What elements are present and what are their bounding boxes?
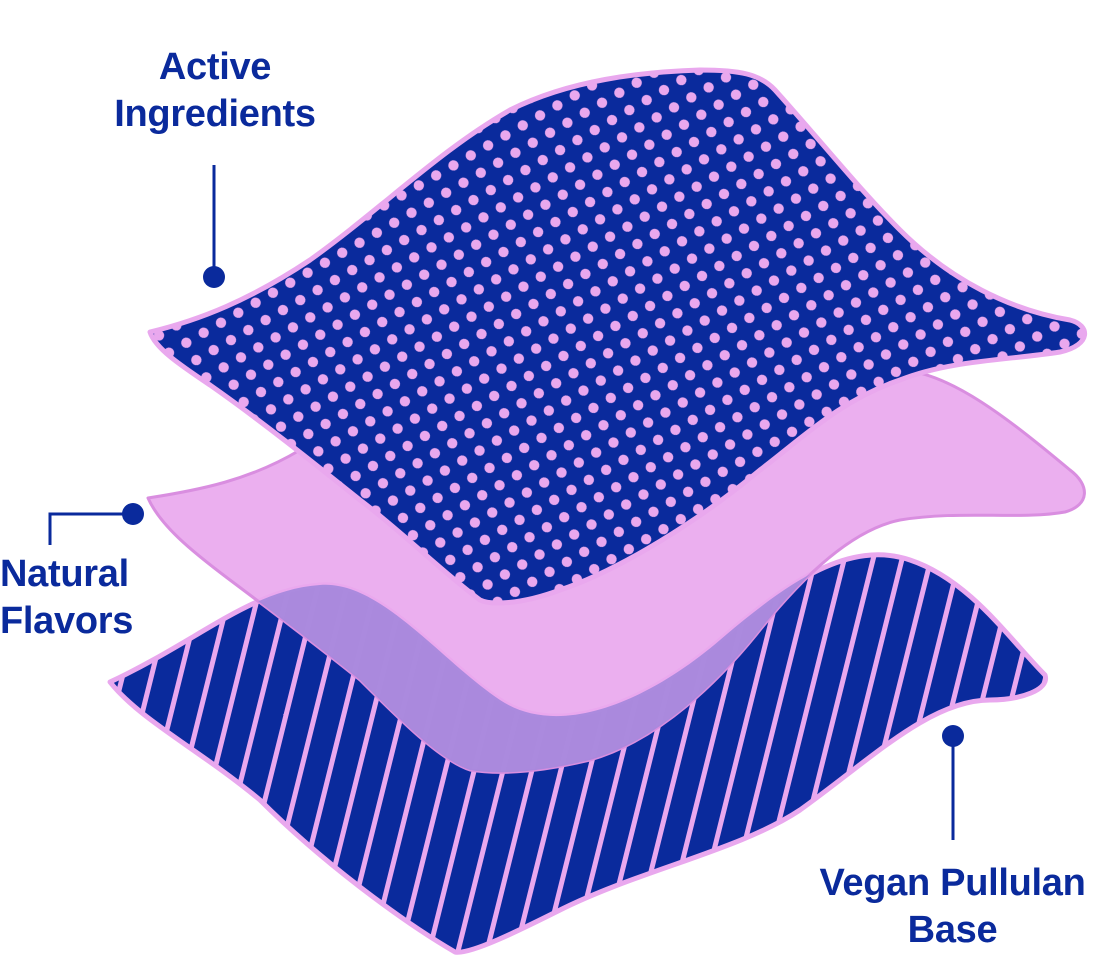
- vegan-callout-dot: [942, 725, 964, 747]
- active-ingredients-label: Active Ingredients: [95, 44, 335, 138]
- vegan-pullulan-label: Vegan Pullulan Base: [795, 860, 1108, 954]
- natural-flavors-label-line2: Flavors: [0, 600, 134, 642]
- active-ingredients-label-line2: Ingredients: [114, 93, 316, 135]
- vegan-pullulan-label-line1: Vegan Pullulan: [819, 862, 1086, 904]
- natural-callout-dot: [122, 503, 144, 525]
- active-ingredients-label-line1: Active: [158, 46, 272, 88]
- active-callout-dot: [203, 266, 225, 288]
- active-ingredients-callout: [203, 165, 225, 288]
- vegan-pullulan-label-line2: Base: [907, 909, 998, 951]
- natural-flavors-label: Natural Flavors: [0, 551, 133, 645]
- natural-callout-line: [48, 512, 133, 545]
- vegan-base-callout: [942, 725, 964, 840]
- natural-flavors-label-line1: Natural: [0, 553, 129, 595]
- active-ingredients-layer: [147, 67, 1088, 606]
- natural-flavors-callout: [48, 503, 144, 545]
